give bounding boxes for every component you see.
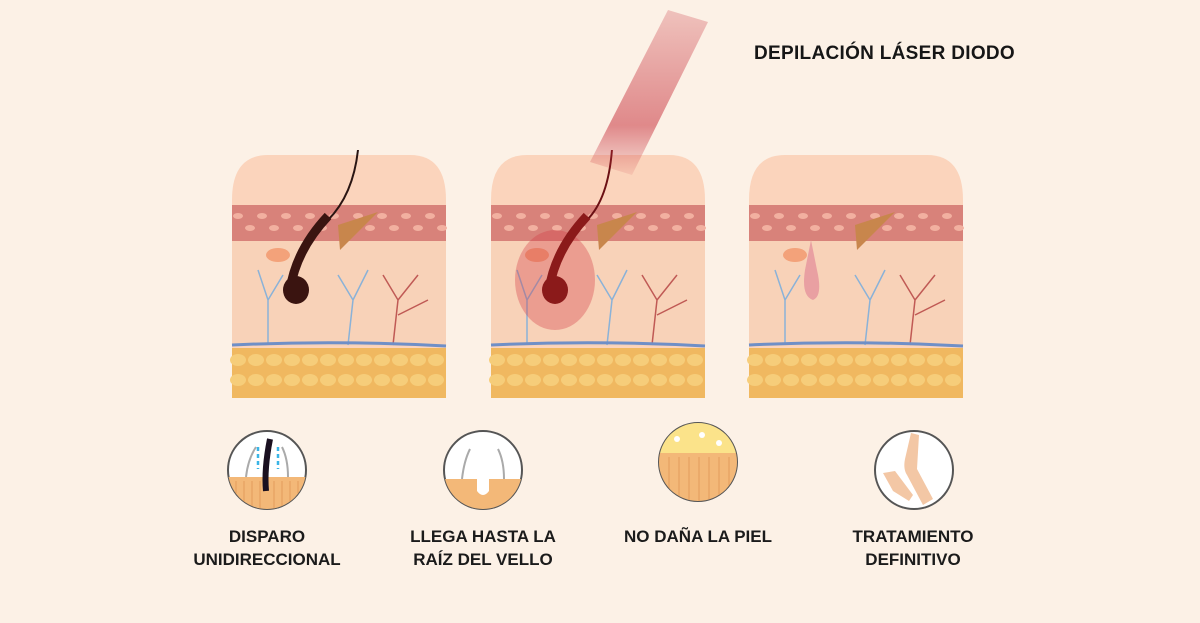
skin-panel-laser-applied (487, 39, 709, 400)
benefit-line: RAÍZ DEL VELLO (413, 550, 553, 569)
benefit-label-3: NO DAÑA LA PIEL (598, 525, 798, 548)
skin-layer-icon (657, 421, 739, 503)
empty-follicle-icon (442, 429, 524, 511)
benefit-line: DEFINITIVO (865, 550, 961, 569)
benefit-line: DISPARO (228, 527, 306, 546)
benefit-label-2: LLEGA HASTA LA RAÍZ DEL VELLO (383, 525, 583, 571)
benefit-line: TRATAMIENTO (852, 527, 974, 546)
benefit-label-4: TRATAMIENTO DEFINITIVO (813, 525, 1013, 571)
benefit-line: LLEGA HASTA LA (410, 527, 556, 546)
page-title: DEPILACIÓN LÁSER DIODO (754, 43, 1016, 64)
benefit-label-1: DISPARO UNIDIRECCIONAL (167, 525, 367, 571)
hair-follicle-arrows-icon (226, 429, 308, 511)
benefit-line: NO DAÑA LA PIEL (624, 527, 772, 546)
skin-panel-hair-removed (745, 150, 967, 400)
leg-icon (873, 429, 955, 511)
benefit-line: UNIDIRECCIONAL (193, 550, 341, 569)
skin-panel-hair-present (228, 39, 450, 400)
